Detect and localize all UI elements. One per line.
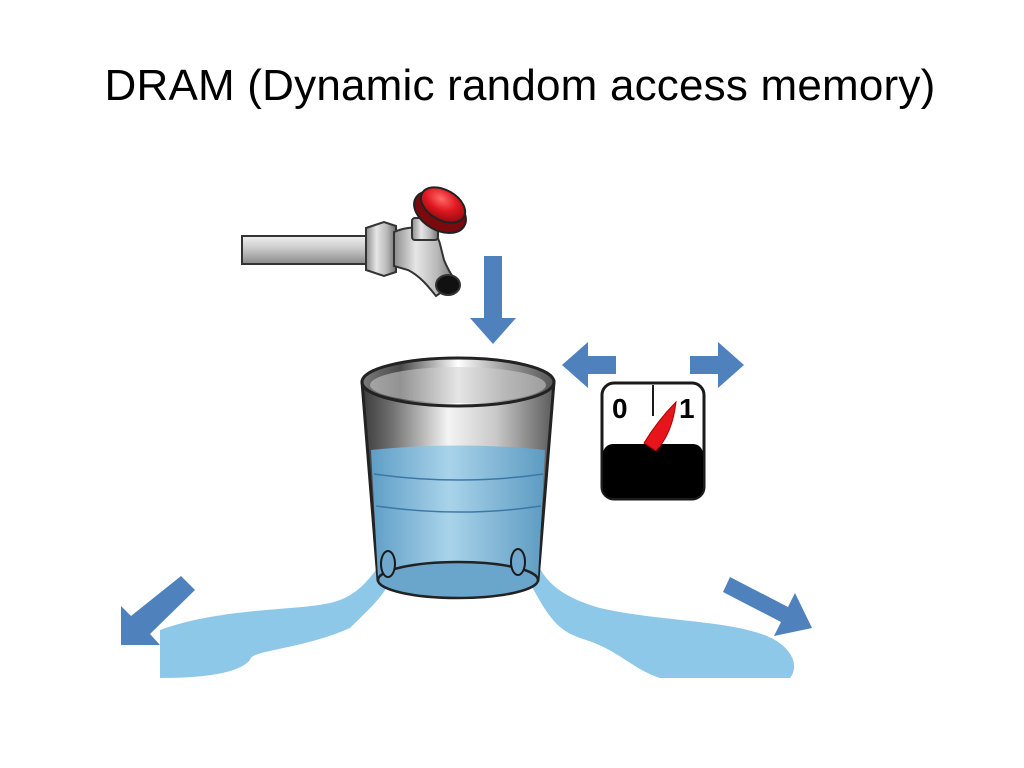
arrow-left-icon bbox=[562, 342, 616, 388]
meter-gauge-icon: 0 1 bbox=[600, 381, 706, 501]
water-puddle-icon bbox=[160, 565, 795, 678]
meter-needle bbox=[643, 400, 677, 452]
leak-hole-left bbox=[380, 550, 396, 578]
leak-hole-right bbox=[510, 548, 526, 576]
meter-label-low: 0 bbox=[612, 393, 628, 424]
slide-title: DRAM (Dynamic random access memory) bbox=[104, 61, 936, 110]
valve-handle bbox=[413, 186, 467, 234]
meter-label-high: 1 bbox=[679, 393, 695, 424]
arrow-down-right-icon bbox=[723, 577, 812, 636]
arrow-down-icon bbox=[470, 256, 516, 344]
arrow-down-left-icon bbox=[121, 576, 195, 645]
arrow-right-icon bbox=[690, 342, 744, 388]
water-cup-icon bbox=[360, 356, 556, 600]
faucet-icon bbox=[241, 186, 467, 298]
